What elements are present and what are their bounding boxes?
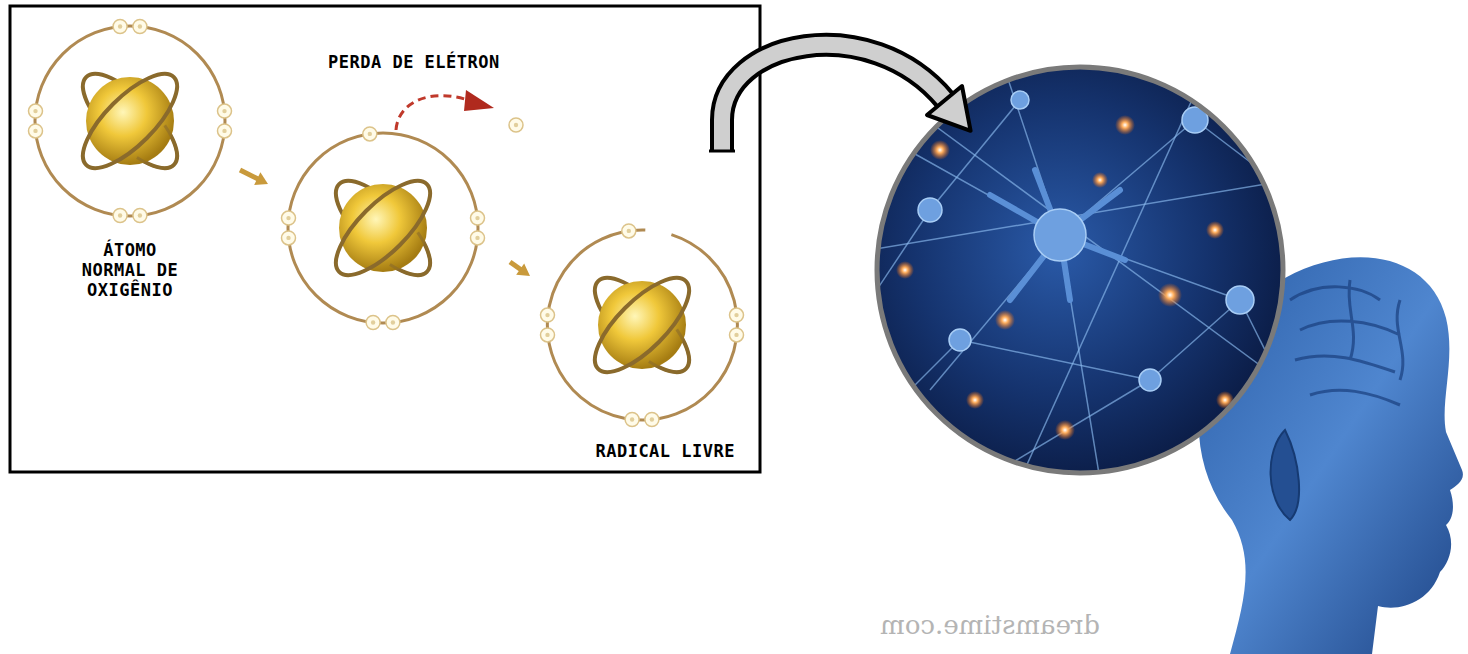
- ionizing-atom: [282, 127, 485, 330]
- arrow-head: [254, 172, 268, 185]
- zoom-arrow: [709, 45, 971, 152]
- atom-caption: ÁTOMO NORMAL DE OXIGÊNIO: [75, 240, 185, 300]
- watermark: dreamstime.com: [850, 610, 1100, 640]
- oxygen-atom: [29, 20, 232, 223]
- atom-node: ÁTOMO NORMAL DE OXIGÊNIO: [20, 12, 240, 307]
- atom-caption: RADICAL LIVRE: [530, 441, 735, 461]
- arrow-shaft: [510, 262, 522, 270]
- free-radical-atom: [541, 224, 744, 427]
- atom-node: RADICAL LIVRE: [530, 215, 755, 470]
- arrow-head: [516, 263, 530, 276]
- panel-frame: [10, 6, 760, 472]
- arrow-shaft: [240, 170, 259, 180]
- step-arrow: [240, 170, 268, 185]
- atom-caption: PERDA DE ELÉTRON: [328, 52, 508, 72]
- neuron-zoom: [870, 60, 1300, 480]
- electron-loss-arrow: [396, 90, 523, 132]
- atom-node: PERDA DE ELÉTRON: [268, 52, 510, 337]
- step-arrow: [510, 262, 530, 276]
